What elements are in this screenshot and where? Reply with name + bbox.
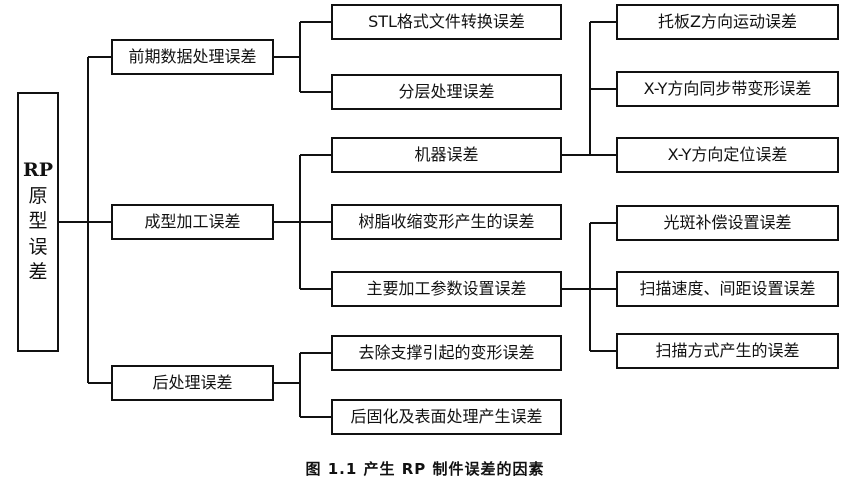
root-label-line4: 误 (28, 235, 48, 258)
node-stl-conversion-error: STL格式文件转换误差 (331, 4, 562, 40)
node-scan-mode-error: 扫描方式产生的误差 (616, 333, 839, 369)
root-node-rp-error: RP 原 型 误 差 (17, 92, 59, 352)
node-postcure-surface-error: 后固化及表面处理产生误差 (331, 399, 562, 435)
root-label-line5: 差 (28, 261, 48, 284)
node-scan-speed-spacing-error: 扫描速度、间距设置误差 (616, 271, 839, 307)
node-forming-error: 成型加工误差 (111, 204, 274, 240)
node-preprocessing-error: 前期数据处理误差 (111, 39, 274, 75)
node-postprocessing-error: 后处理误差 (111, 365, 274, 401)
figure-caption: 图 1.1 产生 RP 制件误差的因素 (305, 460, 545, 478)
node-machine-error: 机器误差 (331, 137, 562, 173)
root-label-line1: RP (22, 158, 54, 181)
node-platform-z-error: 托板Z方向运动误差 (616, 4, 839, 40)
node-resin-shrinkage-error: 树脂收缩变形产生的误差 (331, 204, 562, 240)
root-label-line3: 型 (28, 210, 48, 233)
node-process-parameter-error: 主要加工参数设置误差 (331, 271, 562, 307)
node-spot-compensation-error: 光斑补偿设置误差 (616, 205, 839, 241)
node-xy-belt-deformation-error: X-Y方向同步带变形误差 (616, 71, 839, 107)
node-slicing-error: 分层处理误差 (331, 74, 562, 110)
node-support-removal-error: 去除支撑引起的变形误差 (331, 335, 562, 371)
node-xy-positioning-error: X-Y方向定位误差 (616, 137, 839, 173)
root-label-line2: 原 (28, 184, 48, 207)
